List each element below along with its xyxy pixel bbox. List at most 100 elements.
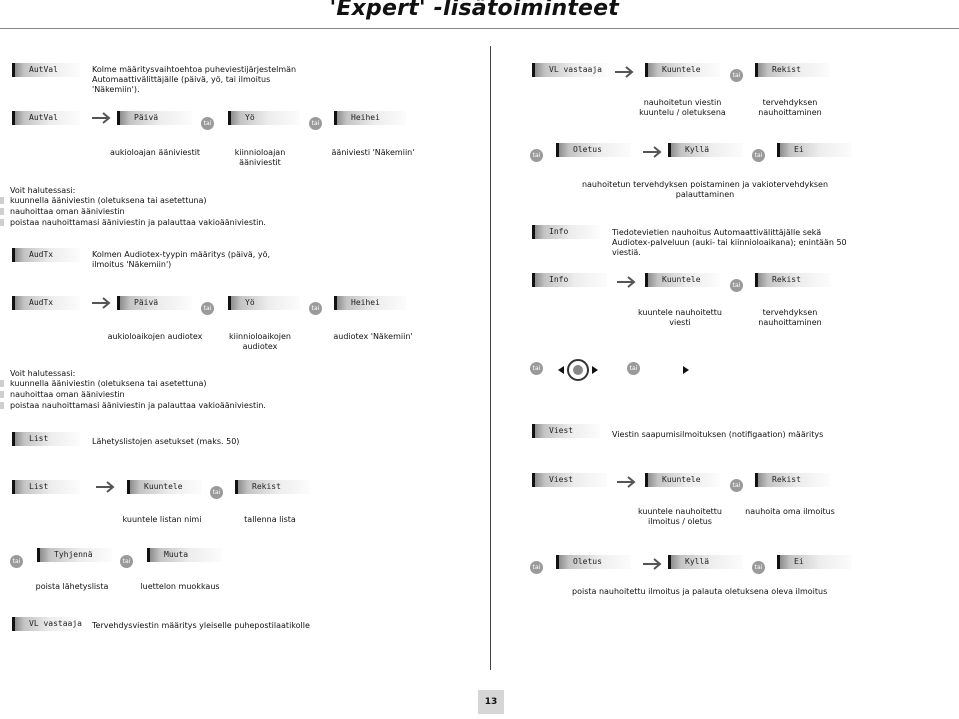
info-description: Tiedotevietien nauhoitus Automaattivälit… xyxy=(612,228,847,257)
options-title: Voit halutessasi: xyxy=(10,186,76,195)
key-heihei[interactable]: Heihei xyxy=(334,111,406,125)
key-tyhjenna[interactable]: Tyhjennä xyxy=(37,548,112,562)
or-badge: tai xyxy=(752,149,765,162)
key-kuuntele-4[interactable]: Kuuntele xyxy=(645,473,720,487)
key-oletus-2[interactable]: Oletus xyxy=(556,555,631,569)
label-info-kuuntele: kuuntele nauhoitettu viesti xyxy=(638,308,722,327)
label-vl-kuuntele: nauhoitetun viestin kuuntelu / oletuksen… xyxy=(639,98,726,117)
label-info-rekist: tervehdyksen nauhoittaminen xyxy=(758,308,822,327)
arrow-left-icon[interactable] xyxy=(558,366,564,374)
key-autval-2[interactable]: AutVal xyxy=(12,111,80,125)
label-vl-rekist: tervehdyksen nauhoittaminen xyxy=(758,98,822,117)
option-item: poistaa nauhoittamasi ääniviestin ja pal… xyxy=(10,401,266,410)
label-paiva-audtx: aukioloaikojen audiotex xyxy=(107,332,203,341)
or-badge: tai xyxy=(309,117,322,130)
label-paiva: aukioloajan ääniviestit xyxy=(109,148,201,157)
arrow-icon xyxy=(96,481,115,493)
bullet-marker xyxy=(0,391,4,398)
arrow-icon xyxy=(615,66,634,78)
page-title: 'Expert' -lisätoiminteet xyxy=(329,0,619,21)
key-audtx[interactable]: AudTx xyxy=(12,248,80,262)
viest-description: Viestin saapumisilmoituksen (notifigaati… xyxy=(612,430,824,439)
column-divider xyxy=(490,46,491,670)
option-item: nauhoittaa oman ääniviestin xyxy=(10,207,125,216)
key-kylla[interactable]: Kyllä xyxy=(668,143,743,157)
autval-description: Kolme määritysvaihtoehtoa puheviestijärj… xyxy=(92,65,297,94)
key-rekist-2[interactable]: Rekist xyxy=(755,63,830,77)
arrow-icon xyxy=(92,112,111,124)
options-title: Voit halutessasi: xyxy=(10,369,76,378)
bullet-marker xyxy=(0,208,4,215)
key-vl-vastaaja[interactable]: VL vastaaja xyxy=(12,617,82,631)
or-badge: tai xyxy=(10,555,23,568)
key-kuuntele-2[interactable]: Kuuntele xyxy=(645,63,720,77)
key-oletus[interactable]: Oletus xyxy=(556,143,631,157)
key-rekist-4[interactable]: Rekist xyxy=(755,473,830,487)
arrow-icon xyxy=(617,476,636,488)
key-list-2[interactable]: List xyxy=(12,480,80,494)
label-list-kuuntele: kuuntele listan nimi xyxy=(122,515,202,524)
bullet-marker xyxy=(0,219,4,226)
label-yo: kiinnioloajan ääniviestit xyxy=(234,148,286,167)
option-item: kuunnella ääniviestin (oletuksena tai as… xyxy=(10,379,207,388)
key-kuuntele[interactable]: Kuuntele xyxy=(127,480,202,494)
audtx-description: Kolmen Audiotex-tyypin määritys (päivä, … xyxy=(92,250,270,269)
or-badge: tai xyxy=(530,149,543,162)
key-list[interactable]: List xyxy=(12,432,80,446)
arrow-icon xyxy=(643,146,662,158)
option-item: nauhoittaa oman ääniviestin xyxy=(10,390,125,399)
arrow-icon xyxy=(643,558,662,570)
label-heihei-audtx: audiotex 'Näkemiin' xyxy=(333,332,413,341)
label-yo-audtx: kiinnioloaikojen audiotex xyxy=(228,332,292,351)
option-item: poistaa nauhoittamasi ääniviestin ja pal… xyxy=(10,218,266,227)
or-badge: tai xyxy=(752,561,765,574)
key-viest-2[interactable]: Viest xyxy=(532,473,607,487)
page-number: 13 xyxy=(478,690,504,714)
key-paiva[interactable]: Päivä xyxy=(117,111,192,125)
key-paiva-2[interactable]: Päivä xyxy=(117,296,192,310)
key-ei-2[interactable]: Ei xyxy=(777,555,852,569)
or-badge: tai xyxy=(627,362,640,375)
label-viest-kuuntele: kuuntele nauhoitettu ilmoitus / oletus xyxy=(638,507,722,526)
key-info[interactable]: Info xyxy=(532,225,600,239)
list-description: Lähetyslistojen asetukset (maks. 50) xyxy=(92,437,240,446)
key-audtx-2[interactable]: AudTx xyxy=(12,296,80,310)
label-viest-rekist: nauhoita oma ilmoitus xyxy=(745,507,835,516)
option-item: kuunnella ääniviestin (oletuksena tai as… xyxy=(10,196,207,205)
key-viest[interactable]: Viest xyxy=(532,424,600,438)
or-badge: tai xyxy=(730,479,743,492)
key-autval[interactable]: AutVal xyxy=(12,63,80,77)
or-badge: tai xyxy=(730,69,743,82)
key-heihei-2[interactable]: Heihei xyxy=(334,296,406,310)
or-badge: tai xyxy=(210,486,223,499)
or-badge: tai xyxy=(309,302,322,315)
arrow-icon xyxy=(92,297,111,309)
arrow-icon xyxy=(617,276,636,288)
bullet-marker xyxy=(0,197,4,204)
label-list-rekist: tallenna lista xyxy=(244,515,296,524)
label-muuta: luettelon muokkaus xyxy=(140,582,220,591)
vl-description: Tervehdysviestin määritys yleiselle puhe… xyxy=(92,621,310,630)
key-rekist-3[interactable]: Rekist xyxy=(755,273,830,287)
bullet-marker xyxy=(0,380,4,387)
title-rule xyxy=(0,28,959,29)
key-kuuntele-3[interactable]: Kuuntele xyxy=(645,273,720,287)
or-badge: tai xyxy=(730,279,743,292)
key-vl-vastaaja-2[interactable]: VL vastaaja xyxy=(532,63,607,77)
key-rekist[interactable]: Rekist xyxy=(235,480,310,494)
navigator-center-icon xyxy=(573,365,583,375)
arrow-right-icon[interactable] xyxy=(592,366,598,374)
or-badge: tai xyxy=(120,555,133,568)
or-badge: tai xyxy=(530,362,543,375)
key-yo[interactable]: Yö xyxy=(228,111,300,125)
key-info-2[interactable]: Info xyxy=(532,273,607,287)
arrow-right-icon[interactable] xyxy=(683,366,689,374)
key-muuta[interactable]: Muuta xyxy=(147,548,222,562)
key-kylla-2[interactable]: Kyllä xyxy=(668,555,743,569)
key-yo-2[interactable]: Yö xyxy=(228,296,300,310)
label-oletus: nauhoitetun tervehdyksen poistaminen ja … xyxy=(581,180,829,199)
or-badge: tai xyxy=(201,117,214,130)
key-ei[interactable]: Ei xyxy=(777,143,852,157)
or-badge: tai xyxy=(201,302,214,315)
or-badge: tai xyxy=(530,561,543,574)
